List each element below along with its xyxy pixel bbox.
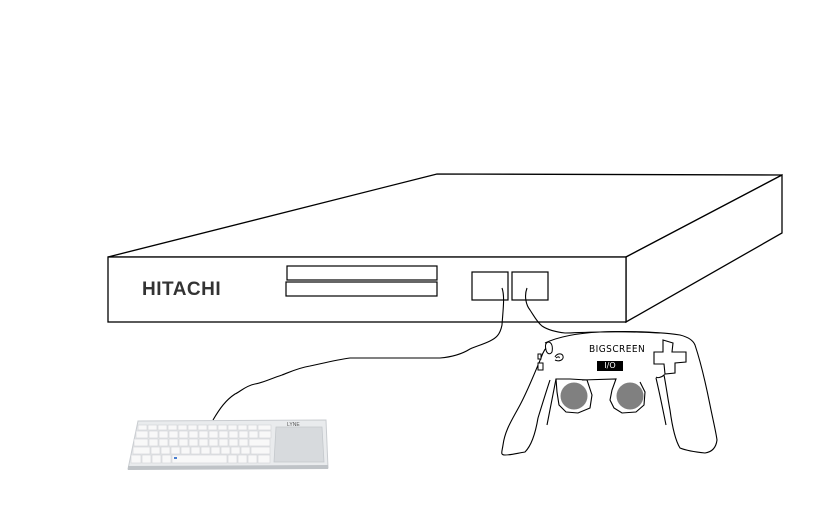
controller-button-small: [537, 353, 542, 360]
keyboard-touchpad: [273, 426, 325, 463]
keyboard-keys: [130, 424, 272, 464]
port-right: [511, 271, 549, 301]
controller-button-top: [544, 341, 553, 355]
controller-button-swirl: [554, 353, 564, 362]
keyboard-bottom-edge: [128, 465, 328, 470]
keyboard: LYNE: [127, 419, 329, 470]
controller-body: [501, 331, 718, 456]
keyboard-blue-key-glyph: [174, 457, 177, 459]
port-left: [471, 271, 509, 301]
controller-brand-label: BIGSCREEN: [589, 344, 646, 355]
right-thumbstick: [616, 382, 644, 410]
controller-button-square: [537, 362, 544, 371]
disc-slot-upper: [286, 265, 438, 281]
left-thumbstick: [560, 382, 588, 410]
controller-dpad: [653, 339, 687, 375]
keyboard-cable: [212, 287, 505, 421]
controller-io-badge: I/O: [597, 361, 623, 371]
controller-right-stick-housing: [581, 378, 646, 414]
keyboard-logo: LYNE: [287, 422, 300, 428]
console-brand-logo: HITACHI: [142, 279, 222, 300]
controller-center-bridge: [546, 377, 667, 426]
disc-slot-lower: [285, 281, 438, 297]
